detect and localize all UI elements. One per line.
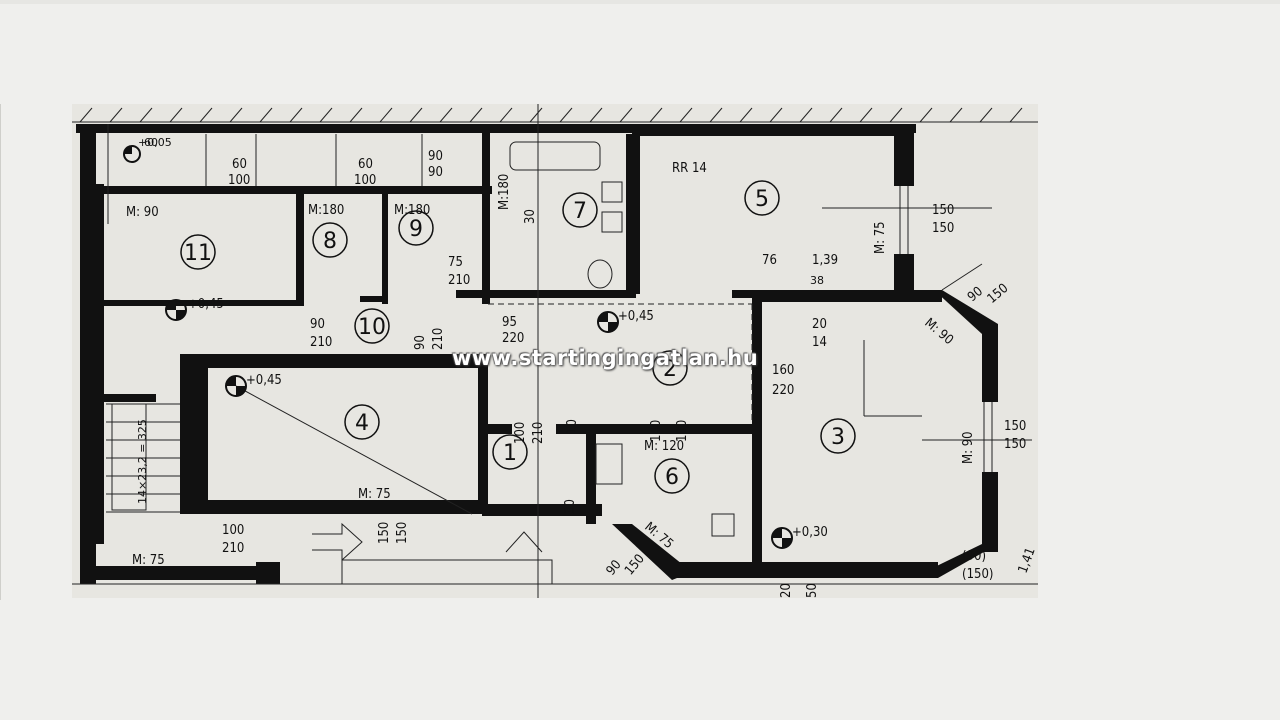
room-8-number: 8 (323, 229, 337, 254)
window-dim: 150 (1004, 437, 1026, 452)
dim-label: 90 (413, 335, 428, 350)
room-5-number: 5 (755, 187, 769, 212)
door-label: M:180 (308, 203, 344, 218)
dim-label: 220 (772, 383, 794, 398)
dim-label: 210 (431, 328, 446, 350)
dim-label: 100 (354, 173, 376, 188)
dim-label: 90 (428, 149, 443, 164)
dim-label: 1,39 (812, 253, 838, 268)
dim-label: 95 (502, 315, 517, 330)
dim-label: 160 (772, 363, 794, 378)
level-label: +0,45 (246, 373, 282, 388)
dim-label: 20 (812, 317, 827, 332)
dim-label: 150 (377, 522, 392, 544)
level-label: +0,45 (188, 297, 224, 312)
room-6-number: 6 (665, 465, 679, 490)
window-dim: 150 (1004, 419, 1026, 434)
dim-label: 210 (448, 273, 470, 288)
window-dim: 150 (932, 221, 954, 236)
dim-label: 30 (523, 209, 538, 224)
level-label: +0,05 (138, 136, 172, 149)
room-10-number: 10 (358, 315, 386, 340)
door-label: M: 75 (132, 553, 165, 568)
dim-label: 60 (232, 157, 247, 172)
label-rr14: RR 14 (672, 161, 707, 176)
dim-label: 75 (448, 255, 463, 270)
dim-label: (90) (962, 549, 986, 564)
door-label: M: 120 (644, 439, 684, 454)
top-edge (0, 0, 1280, 4)
dim-label: 76 (762, 253, 777, 268)
room-9-number: 9 (409, 217, 423, 242)
level-label: +0,30 (792, 525, 828, 540)
dim-label: 150 (622, 552, 648, 579)
dim-label: 90 (965, 284, 986, 305)
door-label: M: 75 (873, 221, 888, 254)
door-label: M: 90 (921, 316, 956, 348)
dim-label: 20 (779, 583, 794, 598)
door-label: M:180 (497, 174, 512, 210)
dim-label: 90 (310, 317, 325, 332)
dim-label: 60 (144, 136, 158, 149)
dim-label: 38 (810, 274, 824, 287)
dim-label: 150 (395, 522, 410, 544)
room-4-number: 4 (355, 411, 369, 436)
dim-label: 220 (502, 331, 524, 346)
room-1-number: 1 (503, 441, 517, 466)
room-2-number: 2 (663, 357, 677, 382)
dim-label: 100 (228, 173, 250, 188)
left-edge (0, 104, 1, 600)
dim-label: (150) (962, 567, 993, 582)
floor-plan-drawing: 1 2 3 4 5 6 7 8 9 10 11 RR 14 +0,45 +0,4… (72, 104, 1038, 598)
dim-label: 90 (428, 165, 443, 180)
dim-label: 30 (563, 499, 578, 514)
door-label: M: 90 (126, 205, 159, 220)
door-label: M: 90 (961, 431, 976, 464)
dim-label: 100 (675, 420, 690, 442)
dim-label: 60 (358, 157, 373, 172)
dim-label: 1,41 (1016, 546, 1038, 576)
room-7-number: 7 (573, 199, 587, 224)
dim-label: 210 (222, 541, 244, 556)
window-dim: 150 (932, 203, 954, 218)
dim-label: 100 (513, 422, 528, 444)
dim-label: 10 (565, 419, 580, 434)
floor-plan-image: 1 2 3 4 5 6 7 8 9 10 11 RR 14 +0,45 +0,4… (72, 104, 1038, 598)
dim-label: 140 (649, 420, 664, 442)
dim-label: 90 (604, 558, 625, 579)
dim-label: 50 (805, 583, 820, 598)
room-3-number: 3 (831, 425, 845, 450)
door-label: M: 75 (358, 487, 391, 502)
dim-label: 210 (531, 422, 546, 444)
level-label: +0,45 (618, 309, 654, 324)
dim-label: 14 (812, 335, 827, 350)
stair-label: 14×23,2 = 325 (136, 419, 149, 504)
door-label: M:180 (394, 203, 430, 218)
dim-label: 210 (310, 335, 332, 350)
dim-label: 150 (985, 281, 1012, 307)
room-11-number: 11 (184, 241, 212, 266)
dim-label: 100 (222, 523, 244, 538)
